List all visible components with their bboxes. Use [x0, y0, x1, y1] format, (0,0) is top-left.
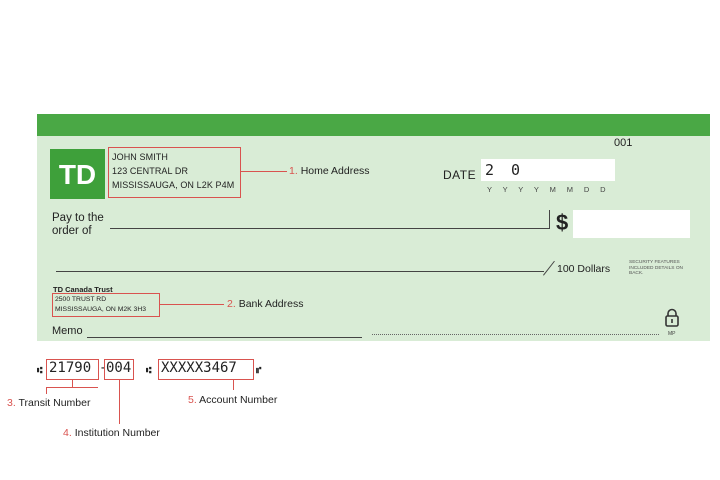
institution-number: 004: [106, 360, 132, 376]
pay-to-label-line-2: order of: [52, 225, 92, 237]
bank-address-annotation-text: Bank Address: [238, 298, 304, 310]
cheque-top-bar: [37, 114, 710, 136]
payee-line[interactable]: [110, 228, 550, 229]
institution-number-annotation: 4. Institution Number: [63, 427, 160, 439]
micr-transit-symbol-icon-2: ⑆: [146, 365, 152, 375]
transit-number-annotation: 3. Transit Number: [7, 397, 90, 409]
transit-leader-bar: [46, 387, 98, 389]
date-field[interactable]: [481, 159, 615, 181]
home-address-annotation-number: 1.: [289, 165, 298, 177]
home-address-leader: [241, 171, 287, 173]
pay-to-label: Pay to the order of: [52, 212, 104, 238]
micr-on-us-symbol-icon: ⑈: [256, 365, 262, 375]
signature-line[interactable]: [372, 334, 659, 335]
dollar-sign: $: [556, 210, 569, 235]
institution-annotation-text: Institution Number: [74, 427, 160, 439]
home-address-annotation-text: Home Address: [300, 165, 370, 177]
bank-address-highlight: [52, 293, 160, 317]
transit-number-highlight: [46, 359, 99, 380]
pay-to-label-line-1: Pay to the: [52, 212, 104, 224]
account-number-annotation: 5. Account Number: [188, 394, 277, 406]
institution-number-highlight: [104, 359, 134, 380]
home-address: JOHN SMITH 123 CENTRAL DR MISSISSAUGA, O…: [112, 150, 234, 192]
memo-label: Memo: [52, 325, 83, 337]
payee-line-end: [549, 210, 550, 229]
svg-text:TD: TD: [59, 159, 96, 190]
bank-name: TD Canada Trust: [53, 285, 113, 294]
amount-field[interactable]: [573, 210, 690, 238]
date-format: Y Y Y Y M M D D: [487, 185, 610, 194]
transit-leader-drop: [46, 387, 48, 394]
amount-in-words-line[interactable]: [56, 271, 544, 272]
transit-number: 21790: [49, 360, 92, 376]
account-number: XXXXX3467: [161, 360, 237, 376]
cheque-number: 001: [614, 137, 633, 149]
bank-address-annotation-number: 2.: [227, 298, 236, 310]
bank-address-line-2: MISSISSAUGA, ON M2K 3H3: [55, 306, 147, 313]
institution-leader: [119, 380, 121, 424]
bank-address: 2500 TRUST RD MISSISSAUGA, ON M2K 3H3: [55, 295, 146, 315]
transit-annotation-number: 3.: [7, 397, 16, 409]
security-features-note: SECURITY FEATURES INCLUDED DETAILS ON BA…: [629, 260, 684, 276]
home-address-line-1: JOHN SMITH: [112, 152, 168, 162]
micr-transit-symbol-icon: ⑆: [37, 365, 43, 375]
bank-address-line-1: 2500 TRUST RD: [55, 296, 107, 303]
home-address-highlight: [108, 147, 241, 198]
home-address-annotation: 1. Home Address: [289, 165, 370, 177]
td-logo: TD: [50, 149, 105, 199]
transit-annotation-text: Transit Number: [18, 397, 91, 409]
home-address-line-3: MISSISSAUGA, ON L2K P4M: [112, 180, 235, 190]
transit-leader-stem: [72, 380, 74, 388]
institution-annotation-number: 4.: [63, 427, 72, 439]
home-address-line-2: 123 CENTRAL DR: [112, 166, 189, 176]
date-value: 2 0: [485, 161, 525, 179]
account-leader: [233, 380, 235, 390]
date-label: DATE: [443, 168, 477, 182]
bank-address-annotation: 2. Bank Address: [227, 298, 303, 310]
account-annotation-text: Account Number: [199, 394, 278, 406]
lock-icon: [664, 308, 680, 333]
account-number-highlight: [158, 359, 254, 380]
memo-line[interactable]: [87, 337, 362, 338]
mp-label: MP: [668, 331, 676, 337]
micr-dash: -: [99, 360, 108, 376]
dollars-label: 100 Dollars: [557, 263, 611, 275]
account-annotation-number: 5.: [188, 394, 197, 406]
bank-address-leader: [160, 304, 224, 306]
